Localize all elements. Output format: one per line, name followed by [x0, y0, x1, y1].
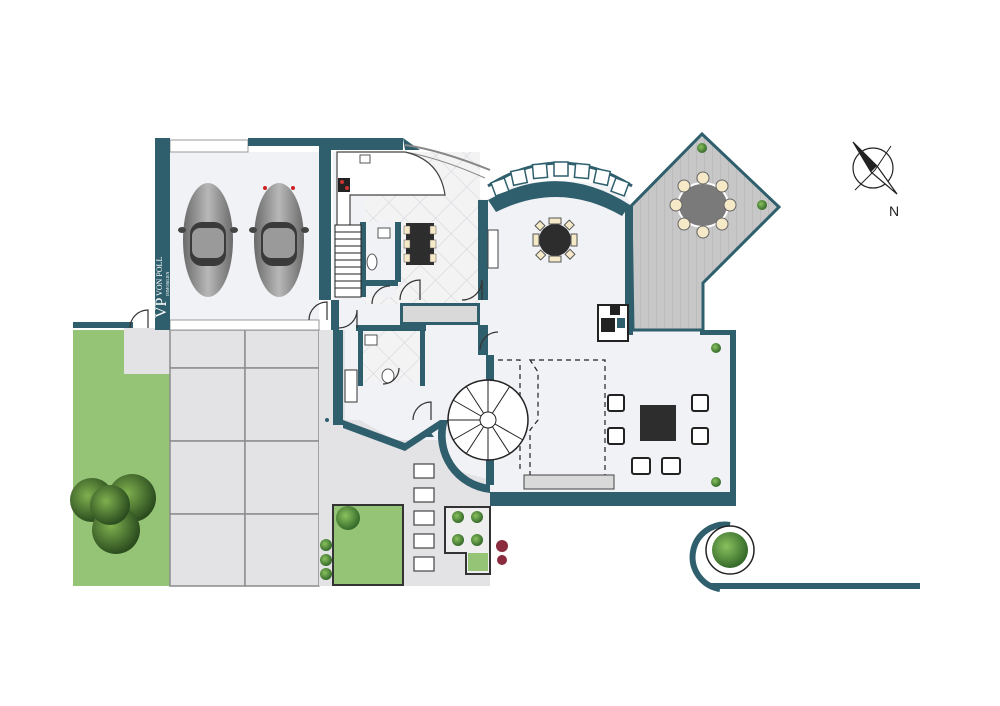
balcony-pavers	[490, 161, 630, 197]
garage-door	[169, 139, 249, 153]
dining-table-icon	[669, 171, 737, 239]
door-swings	[129, 279, 499, 421]
entrance-steps	[413, 463, 435, 572]
wardrobe	[344, 369, 358, 403]
walls	[73, 138, 920, 589]
round-planter	[689, 521, 755, 592]
garage-door-bottom	[169, 319, 320, 331]
logo-initials: VP	[153, 297, 170, 318]
compass-north-label: N	[889, 203, 899, 219]
stove-icon	[338, 178, 350, 192]
sink-icon	[364, 334, 378, 346]
sofa-icon	[607, 394, 709, 475]
logo-tagline: IMMOBILIEN	[165, 271, 170, 296]
sink-icon	[377, 227, 391, 239]
brand-logo: VP VON POLL IMMOBILIEN	[153, 257, 170, 318]
compass-rose-icon	[852, 141, 898, 195]
spiral-staircase-icon	[447, 379, 529, 461]
kitchen-counter-icon	[336, 151, 446, 229]
planter-inner	[468, 553, 488, 571]
rug-outline	[528, 359, 606, 479]
driveway-paving	[169, 329, 320, 587]
dining-table-icon	[403, 223, 437, 265]
toilet-icon	[366, 253, 378, 271]
logo-name: VON POLL	[155, 257, 164, 296]
paving-area	[124, 328, 170, 374]
car-icon	[178, 183, 238, 297]
car-icon	[249, 183, 309, 297]
cabinet	[487, 229, 499, 269]
fireplace-icon	[597, 304, 629, 342]
dining-table-icon	[532, 217, 578, 263]
sink-icon	[359, 154, 371, 164]
shrub-icon	[320, 143, 767, 580]
marker-dot	[325, 418, 329, 422]
entrance-arrow	[424, 430, 434, 437]
kitchen-bay-inner	[404, 151, 486, 179]
rug-left	[498, 359, 521, 470]
sideboard	[523, 474, 615, 490]
tree-icon	[70, 474, 156, 554]
kitchen-bay	[404, 144, 491, 171]
straight-staircase-icon	[334, 224, 362, 298]
